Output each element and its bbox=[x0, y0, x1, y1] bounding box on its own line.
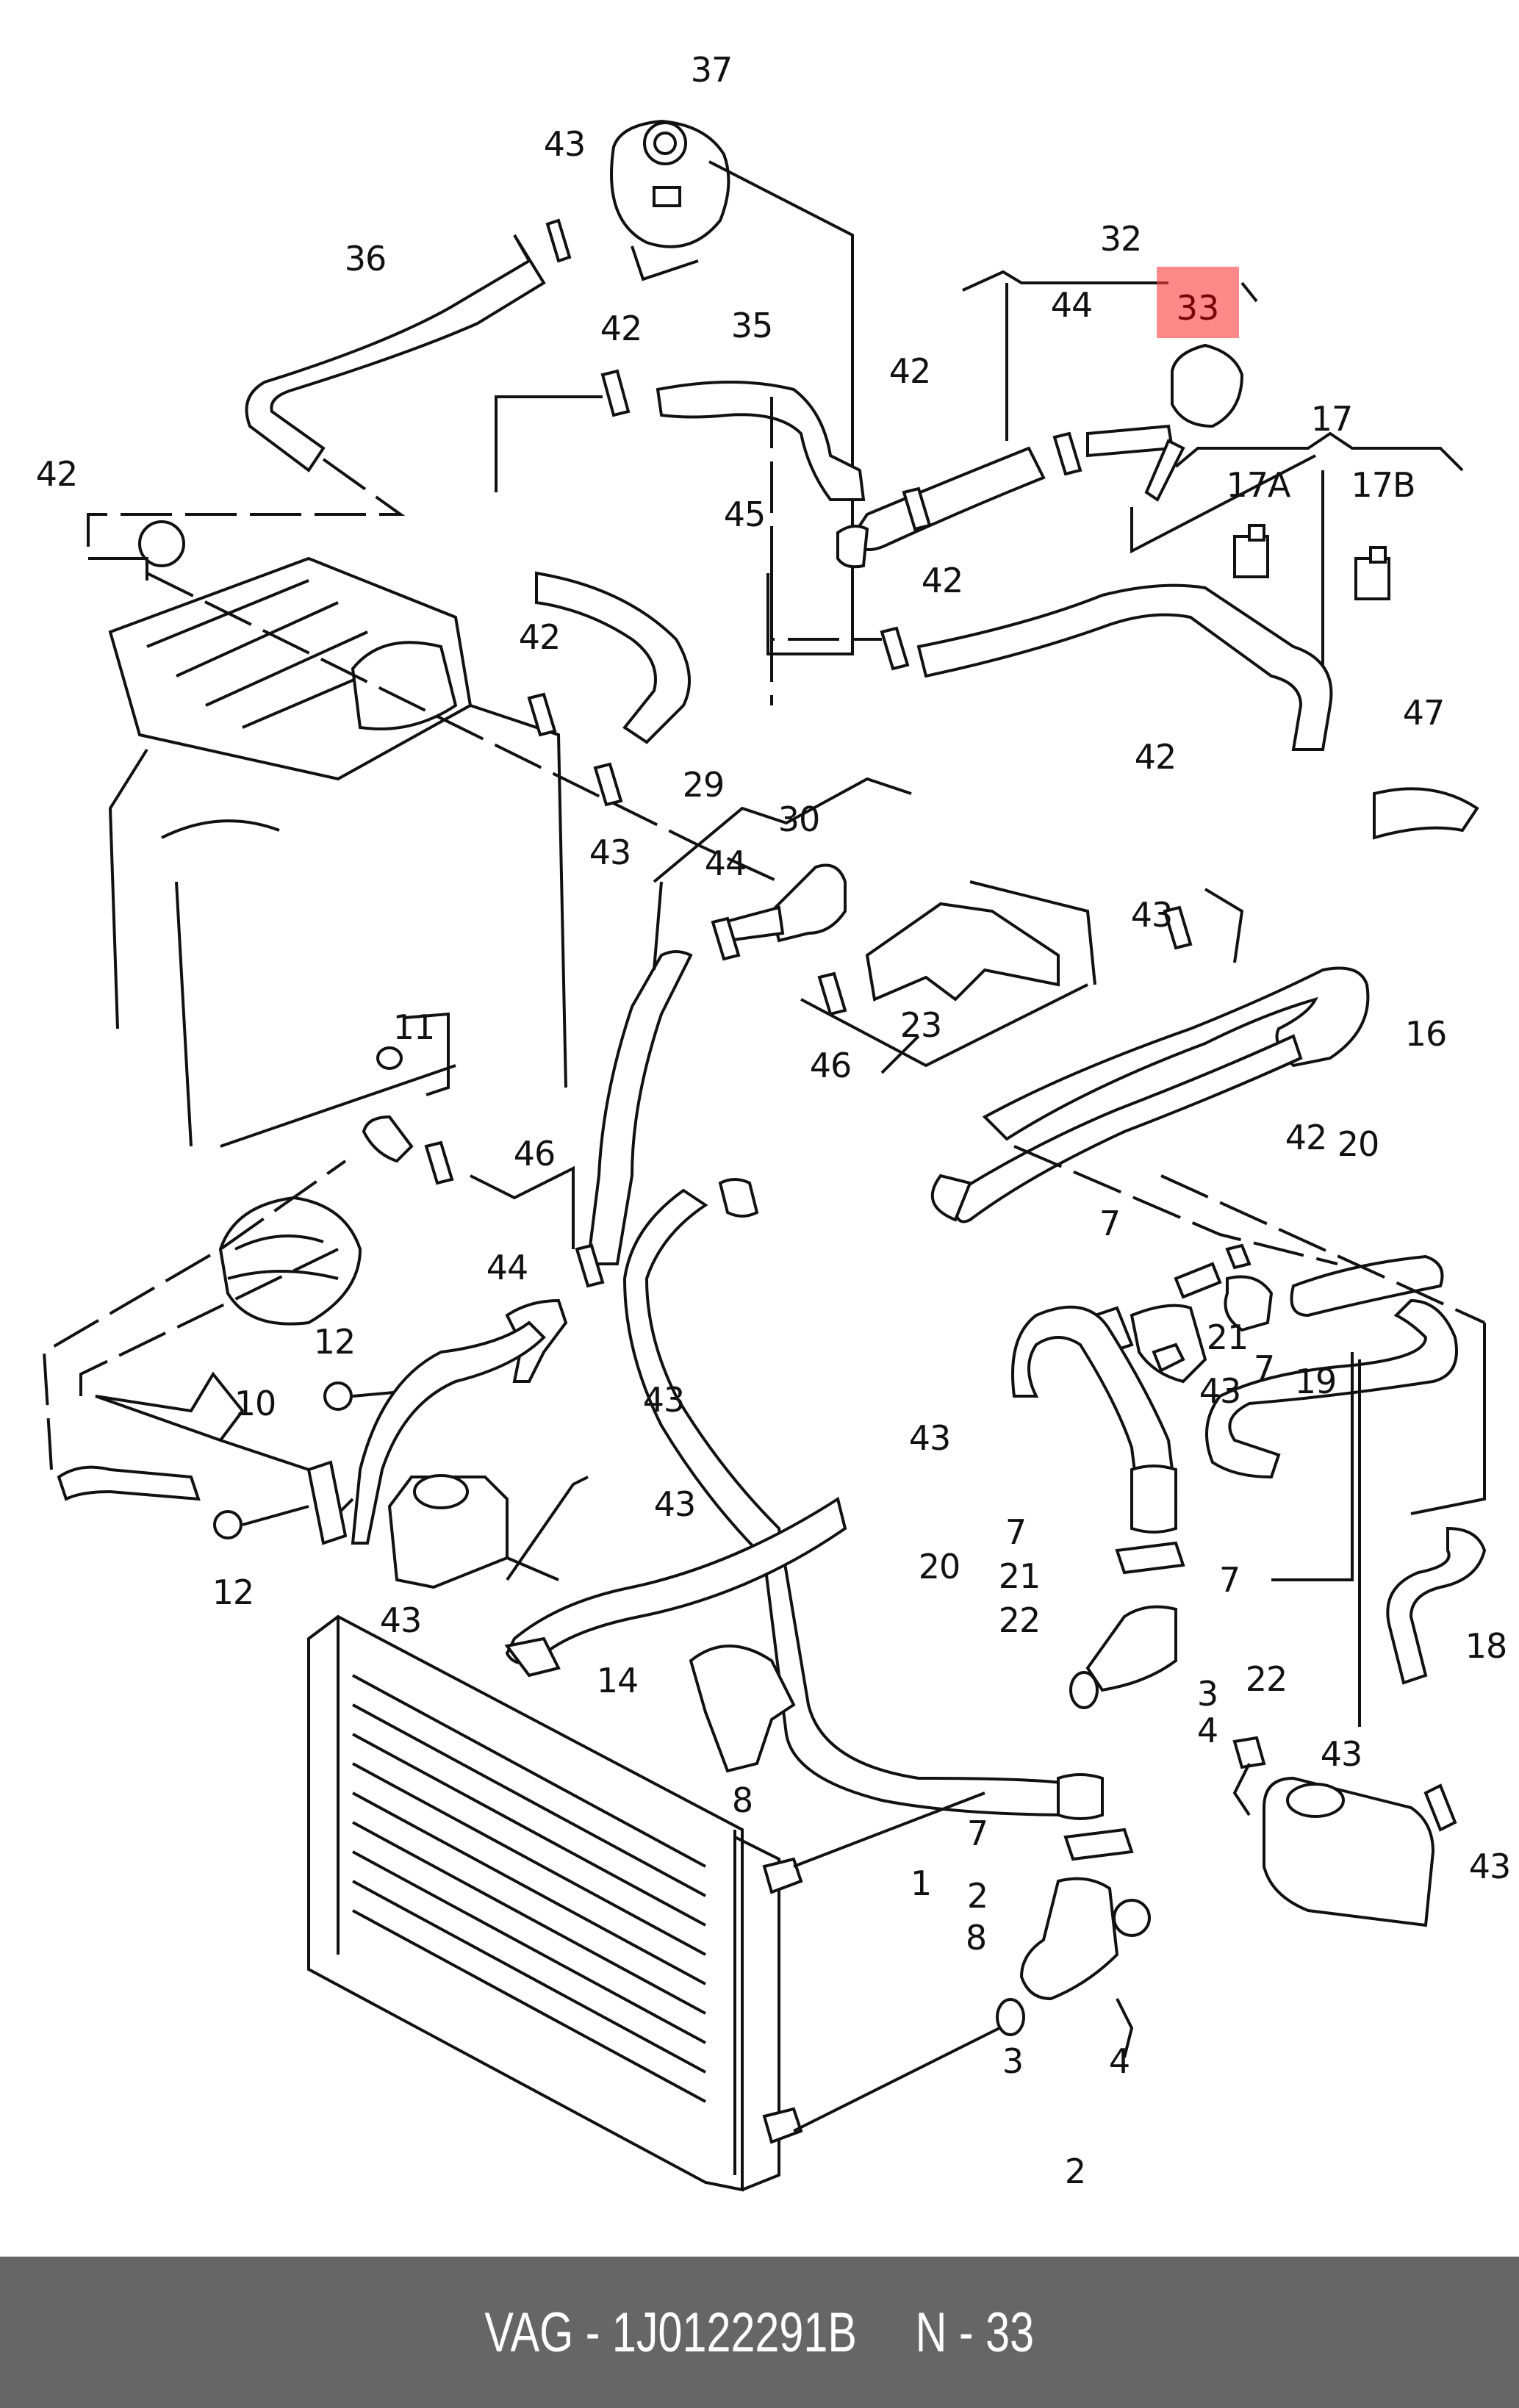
part-23 bbox=[865, 902, 1060, 1002]
callout-36: 36 bbox=[344, 239, 387, 278]
callout-42: 42 bbox=[921, 561, 964, 600]
position-prefix: N bbox=[915, 2301, 947, 2364]
callout-21: 21 bbox=[998, 1556, 1041, 1596]
callout-43: 43 bbox=[653, 1484, 697, 1524]
part-info-footer: VAG - 1J0122291B N - 33 bbox=[0, 2257, 1519, 2408]
cooling-system-line-drawing bbox=[42, 119, 1487, 2192]
hose-35 bbox=[656, 381, 866, 501]
callout-18: 18 bbox=[1465, 1626, 1508, 1666]
callout-12: 12 bbox=[313, 1322, 356, 1362]
callout-19: 19 bbox=[1294, 1362, 1337, 1401]
callout-37: 37 bbox=[690, 50, 733, 90]
callout-7: 7 bbox=[1253, 1348, 1275, 1388]
highlighted-part-label: 33 bbox=[1176, 288, 1220, 328]
callout-35: 35 bbox=[730, 306, 774, 345]
callout-8: 8 bbox=[731, 1780, 753, 1820]
callout-4: 4 bbox=[1108, 2041, 1130, 2081]
callout-7: 7 bbox=[966, 1814, 988, 1853]
callout-43: 43 bbox=[642, 1380, 686, 1420]
callout-23: 23 bbox=[899, 1005, 943, 1045]
callout-11: 11 bbox=[392, 1007, 436, 1047]
footer-text: VAG - 1J0122291B N - 33 bbox=[485, 2301, 1035, 2365]
heater-core bbox=[1263, 1776, 1435, 1927]
pipe-10 bbox=[95, 1371, 245, 1442]
connector-17b bbox=[1354, 546, 1390, 600]
callout-17: 17 bbox=[1310, 399, 1354, 439]
callout-3: 3 bbox=[1002, 2041, 1024, 2081]
expansion-tank bbox=[610, 119, 730, 248]
callout-21: 21 bbox=[1206, 1318, 1249, 1357]
callout-12: 12 bbox=[212, 1573, 255, 1612]
callout-42: 42 bbox=[888, 351, 932, 391]
brand-label: VAG bbox=[484, 2301, 574, 2364]
callout-30: 30 bbox=[778, 799, 821, 839]
separator: - bbox=[959, 2301, 974, 2364]
callout-44: 44 bbox=[704, 844, 747, 883]
separator: - bbox=[585, 2301, 600, 2364]
callout-7: 7 bbox=[1005, 1512, 1027, 1552]
callout-7: 7 bbox=[1099, 1204, 1121, 1243]
callout-20: 20 bbox=[1337, 1124, 1380, 1164]
callout-2: 2 bbox=[966, 1876, 988, 1916]
callout-8: 8 bbox=[965, 1918, 987, 1958]
hose-29 bbox=[586, 950, 693, 1265]
callout-44: 44 bbox=[1050, 285, 1094, 325]
hose-36 bbox=[245, 234, 546, 472]
callout-4: 4 bbox=[1196, 1711, 1218, 1750]
callout-3: 3 bbox=[1196, 1674, 1218, 1714]
position-number: 33 bbox=[985, 2301, 1035, 2364]
callout-42: 42 bbox=[1134, 737, 1177, 777]
callout-2: 2 bbox=[1064, 2152, 1086, 2191]
callout-32: 32 bbox=[1099, 219, 1143, 259]
washer-reservoir bbox=[387, 1474, 509, 1589]
connector-17a bbox=[1233, 524, 1269, 578]
callout-43: 43 bbox=[1320, 1734, 1363, 1774]
callout-7: 7 bbox=[1218, 1560, 1240, 1600]
callout-43: 43 bbox=[1468, 1847, 1512, 1886]
clamp-47 bbox=[1373, 787, 1479, 840]
callout-44: 44 bbox=[486, 1248, 529, 1287]
hose-16 bbox=[982, 966, 1370, 1141]
callout-16: 16 bbox=[1404, 1014, 1448, 1054]
callout-46: 46 bbox=[513, 1134, 556, 1174]
callout-17a: 17A bbox=[1226, 465, 1290, 505]
callout-42: 42 bbox=[1285, 1118, 1328, 1157]
engine-intake-manifold bbox=[108, 520, 567, 1326]
callout-14: 14 bbox=[596, 1661, 639, 1700]
callout-20: 20 bbox=[918, 1547, 961, 1586]
callout-10: 10 bbox=[234, 1384, 277, 1423]
callout-43: 43 bbox=[379, 1600, 423, 1640]
hose-19 bbox=[1205, 1298, 1458, 1479]
callout-22: 22 bbox=[1245, 1659, 1288, 1699]
callout-47: 47 bbox=[1402, 693, 1446, 733]
callout-1: 1 bbox=[910, 1863, 932, 1903]
callout-22: 22 bbox=[998, 1600, 1041, 1640]
callout-43: 43 bbox=[543, 124, 586, 164]
callout-29: 29 bbox=[682, 765, 725, 805]
callout-42: 42 bbox=[35, 454, 79, 494]
callout-42: 42 bbox=[518, 617, 561, 657]
callout-43: 43 bbox=[1130, 895, 1174, 935]
hose-18 bbox=[1386, 1526, 1487, 1685]
callout-17b: 17B bbox=[1351, 465, 1415, 505]
clip-8 bbox=[689, 1645, 796, 1773]
part-30 bbox=[769, 863, 847, 943]
valve-33 bbox=[1171, 343, 1244, 428]
callout-43: 43 bbox=[1199, 1371, 1242, 1411]
callout-43: 43 bbox=[908, 1418, 952, 1458]
callout-46: 46 bbox=[809, 1046, 852, 1085]
callout-43: 43 bbox=[589, 833, 632, 872]
highlighted-part-33[interactable]: 33 bbox=[1157, 267, 1239, 338]
part-number: 1J0122291B bbox=[612, 2301, 858, 2364]
callout-42: 42 bbox=[600, 309, 643, 348]
radiator bbox=[307, 1614, 803, 2192]
callout-45: 45 bbox=[723, 495, 766, 534]
